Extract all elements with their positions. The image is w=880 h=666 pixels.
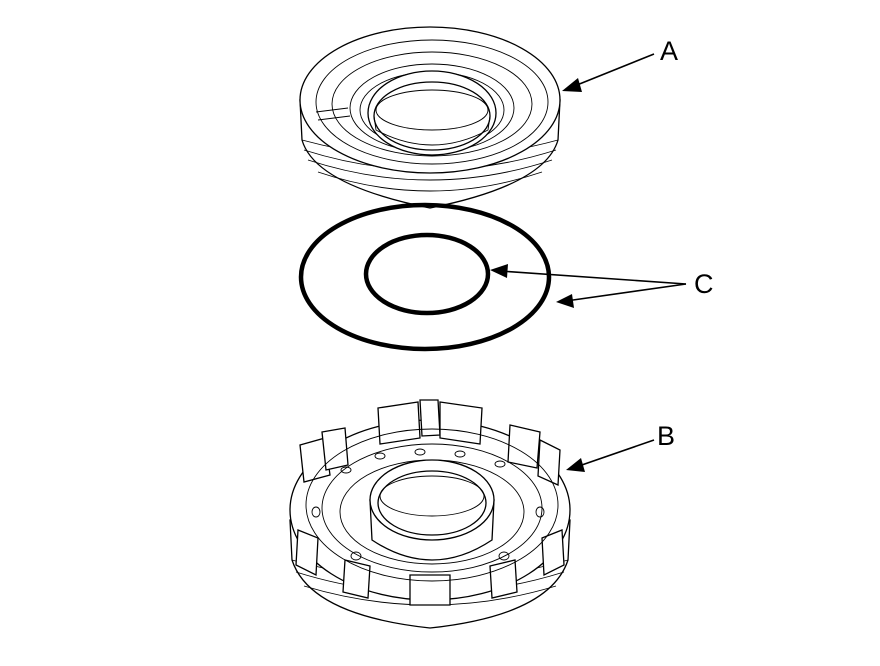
callout-a: A: [562, 36, 678, 92]
part-a-piston: [299, 26, 561, 209]
callout-label-b: B: [657, 421, 675, 451]
callout-b: B: [566, 421, 675, 472]
callout-c: C: [490, 264, 714, 308]
callout-label-c: C: [694, 269, 714, 299]
callout-label-a: A: [660, 36, 678, 66]
part-b-drum: [289, 399, 571, 629]
part-c-seals: [298, 202, 552, 352]
